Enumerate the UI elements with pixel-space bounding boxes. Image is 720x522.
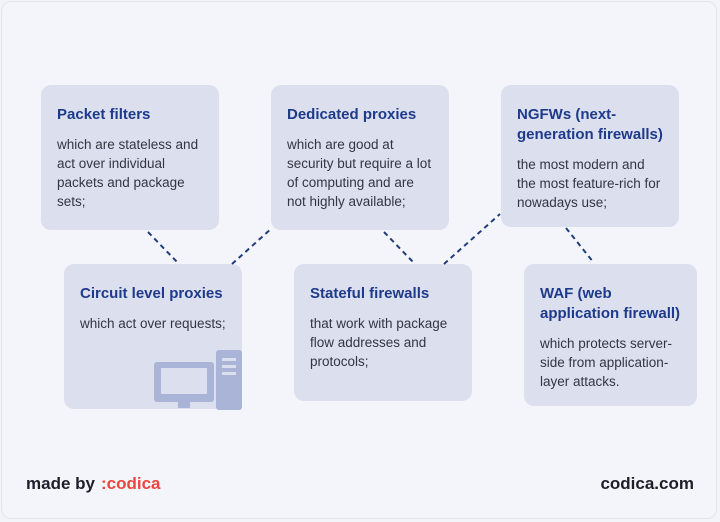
card-title: Circuit level proxies [80, 285, 223, 302]
card-title: Packet filters [57, 106, 151, 123]
card-description: the most modern and the most feature-ric… [517, 157, 661, 210]
card-circuit-level-proxies: Circuit level proxies which act over req… [64, 264, 242, 409]
connector-packet-circuit [147, 231, 179, 264]
footer-made-by: made by :codica [26, 474, 161, 494]
card-description: that work with package flow addresses an… [310, 316, 448, 369]
card-title: NGFWs (next-generation firewalls) [517, 106, 663, 143]
card-description: which are good at security but require a… [287, 137, 432, 209]
connector-stateful-ngfw [443, 213, 501, 265]
card-ngfws: NGFWs (next-generation firewalls) the mo… [501, 85, 679, 227]
card-title: WAF (web application firewall) [540, 285, 681, 322]
footer-site-link[interactable]: codica.com [600, 474, 694, 493]
made-by-label: made by [26, 474, 95, 493]
connector-dedicated-stateful [383, 231, 415, 264]
connector-ngfw-waf [565, 227, 595, 264]
connector-circuit-dedicated [231, 227, 273, 265]
codica-logo[interactable]: :codica [100, 474, 161, 493]
card-waf: WAF (web application firewall) which pro… [524, 264, 697, 406]
card-title: Stateful firewalls [310, 285, 430, 302]
card-title: Dedicated proxies [287, 106, 417, 123]
card-description: which are stateless and act over individ… [57, 137, 199, 209]
card-packet-filters: Packet filters which are stateless and a… [41, 85, 219, 230]
card-stateful-firewalls: Stateful firewalls that work with packag… [294, 264, 472, 401]
card-dedicated-proxies: Dedicated proxies which are good at secu… [271, 85, 449, 230]
computer-icon [154, 350, 242, 410]
card-description: which protects server-side from applicat… [540, 336, 673, 389]
card-description: which act over requests; [80, 316, 226, 331]
